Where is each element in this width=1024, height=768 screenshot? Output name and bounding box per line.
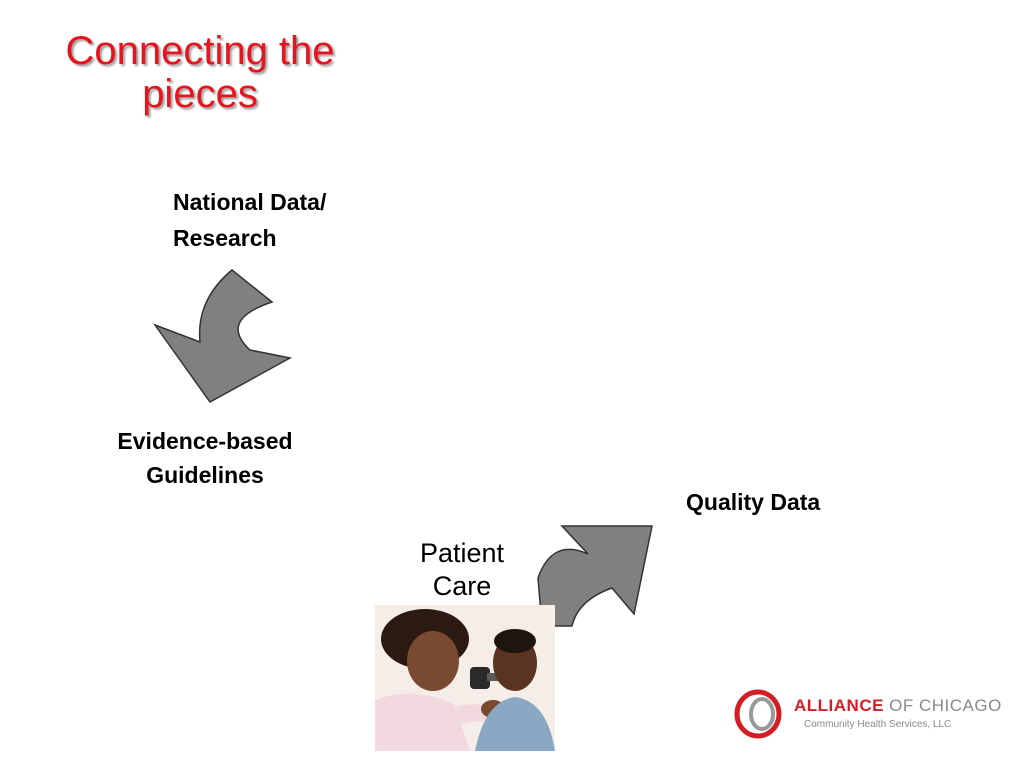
alliance-of-chicago-logo: ALLIANCE OF CHICAGO Community Health Ser…: [732, 688, 1001, 740]
label-patient-line1: Patient: [419, 538, 505, 568]
logo-subtitle: Community Health Services, LLC: [804, 719, 952, 730]
logo-name: ALLIANCE OF CHICAGO: [794, 696, 1002, 716]
label-evidence-line1: Evidence-based: [117, 428, 293, 454]
logo-name-part2: OF CHICAGO: [883, 696, 1002, 715]
doctor-patient-photo: [375, 605, 555, 751]
label-patient-care: Patient Care: [404, 537, 520, 603]
label-quality-data: Quality Data: [686, 489, 821, 515]
label-patient-line2: Care: [432, 571, 492, 601]
logo-name-part1: ALLIANCE: [794, 696, 884, 715]
label-national-line2: Research: [173, 225, 277, 251]
alliance-ring-icon: [734, 689, 782, 739]
label-national-line1: National Data/: [173, 189, 327, 215]
curved-arrow-down-icon: [152, 269, 293, 403]
label-evidence-line2: Guidelines: [146, 462, 264, 488]
curved-arrow-up-icon: [537, 525, 653, 627]
label-national-data: National Data/ Research: [173, 184, 326, 256]
slide-title: Connecting the pieces: [65, 29, 335, 116]
label-evidence-guidelines: Evidence-based Guidelines: [90, 424, 320, 492]
